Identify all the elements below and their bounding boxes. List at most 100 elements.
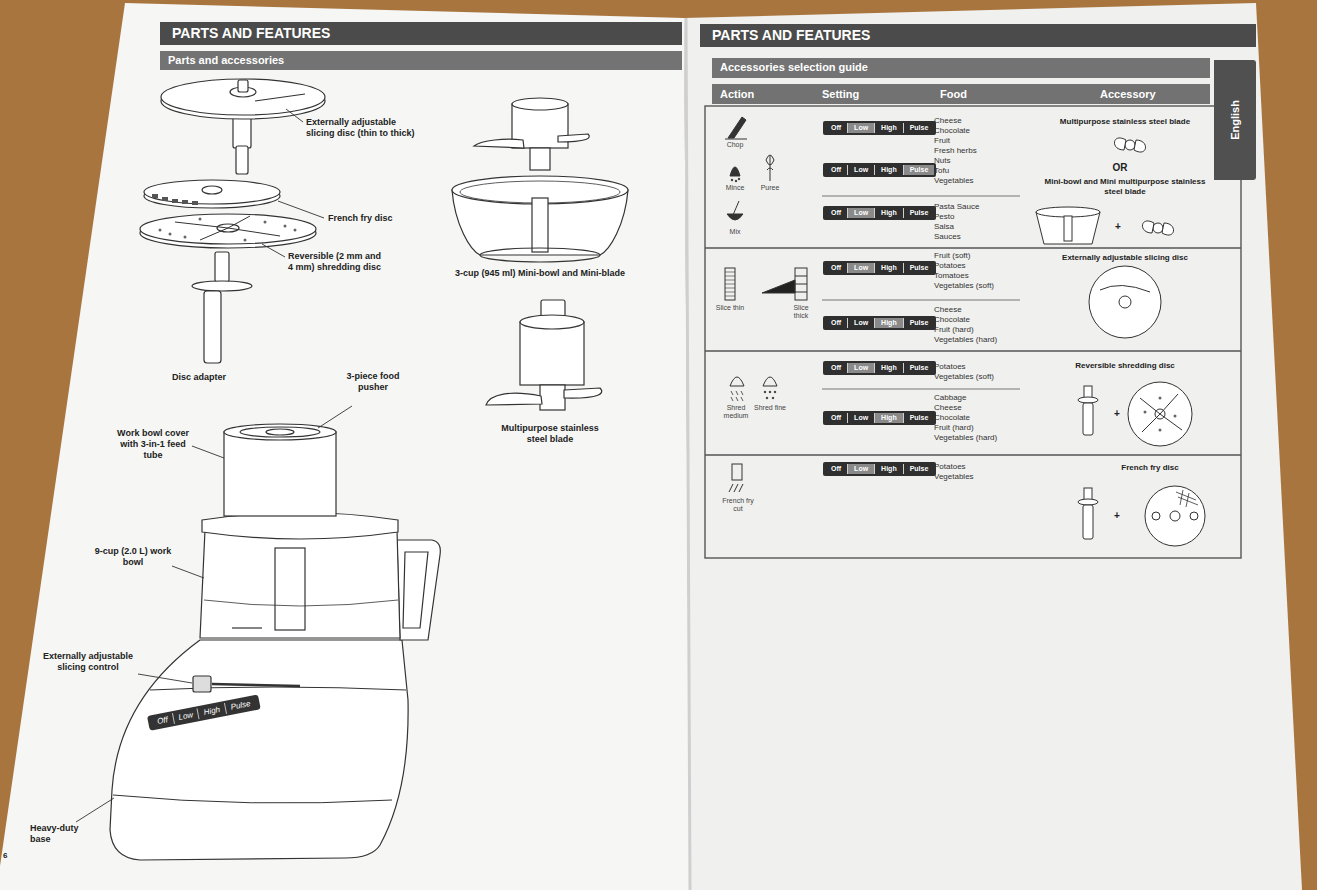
heading-text: Setting <box>822 87 940 101</box>
part-label-text: 3-piece food pusher <box>346 371 399 392</box>
accessory-icon <box>1140 394 1182 432</box>
parts-illustration <box>215 252 229 282</box>
speed-setting-badge: OffLowHighPulse <box>823 121 936 135</box>
food-item-text: Vegetables <box>934 472 974 481</box>
leader-line <box>278 201 324 218</box>
parts-illustration <box>224 432 336 516</box>
accessory-label-text: Multipurpose stainless steel blade <box>1060 117 1190 126</box>
action-icon <box>795 268 807 300</box>
action-caption: Shred medium <box>718 404 754 420</box>
accessory-icon <box>1134 140 1146 152</box>
heading-text: Accessories selection guide <box>720 61 868 73</box>
accessory-icon <box>1100 285 1150 292</box>
accessory-icon <box>1170 511 1180 521</box>
illustration-shape <box>162 197 168 201</box>
setting-text: High <box>874 363 903 373</box>
part-label-text: Work bowl cover with 3-in-1 feed tube <box>117 428 189 460</box>
action-caption-text: Mix <box>730 228 741 235</box>
setting-text: High <box>874 165 903 175</box>
setting-text: Off <box>825 208 847 218</box>
page-number: 6 <box>3 851 15 861</box>
action-icon <box>731 179 733 181</box>
food-item-text: Fruit (hard) <box>934 423 974 432</box>
action-caption-text: Chop <box>727 141 744 148</box>
section-header-band: PARTS AND FEATURES <box>160 22 682 45</box>
illustration-shape <box>1159 429 1162 432</box>
illustration-shape <box>199 218 202 221</box>
speed-setting-badge: OffLowHighPulse <box>823 462 936 476</box>
parts-illustration <box>397 540 440 640</box>
action-caption: Shred fine <box>754 404 786 412</box>
food-item: Fruit (soft) <box>934 251 970 261</box>
action-icon <box>725 272 735 296</box>
food-item-text: Vegetables (soft) <box>934 281 994 290</box>
food-item-text: Cheese <box>934 403 962 412</box>
setting-text: Low <box>847 363 874 373</box>
table-frame <box>705 106 1241 558</box>
accessory-icon <box>1078 397 1098 403</box>
heading-text: English <box>1229 100 1241 140</box>
part-label: Multipurpose stainless steel blade <box>500 423 600 445</box>
part-label-text: Heavy-duty base <box>30 823 79 844</box>
food-item: Potatoes <box>934 362 966 372</box>
accessory-icon <box>1153 223 1163 233</box>
action-caption-text: French fry cut <box>722 497 754 512</box>
setting-text: High <box>197 703 226 719</box>
action-icon <box>774 391 776 393</box>
action-caption-text: Shred fine <box>754 404 786 411</box>
action-caption: Chop <box>717 141 753 149</box>
food-item-text: Vegetables (hard) <box>934 433 997 442</box>
speed-setting-badge: OffLowHighPulse <box>823 163 936 177</box>
setting-text: Pulse <box>903 464 935 474</box>
accessory-label-text: French fry disc <box>1121 463 1178 472</box>
parts-illustration <box>204 291 221 363</box>
setting-text: High <box>874 464 903 474</box>
food-item-text: Pesto <box>934 212 954 221</box>
food-item: Cheese <box>934 116 962 126</box>
illustration-shape <box>159 218 297 242</box>
accessory-icon <box>1190 512 1198 520</box>
setting-text: Off <box>825 464 847 474</box>
parts-illustration <box>140 214 316 244</box>
leader-line <box>318 406 352 428</box>
parts-illustration <box>530 148 550 170</box>
food-item: Vegetables (hard) <box>934 433 997 443</box>
table-frame <box>705 350 1241 351</box>
accessory-icon <box>1176 490 1198 507</box>
accessory-icon <box>1125 140 1135 150</box>
food-item-text: Vegetables (soft) <box>934 372 994 381</box>
setting-text: Off <box>825 413 847 423</box>
setting-text: Low <box>847 123 874 133</box>
food-item-text: Chocolate <box>934 315 970 324</box>
parts-illustration <box>520 322 584 385</box>
parts-illustration <box>175 216 280 240</box>
part-label-text: Externally adjustable slicing control <box>43 651 133 672</box>
action-icon <box>733 201 739 215</box>
accessory-icon <box>1119 296 1131 308</box>
setting-text: Off <box>825 263 847 273</box>
setting-text: Pulse <box>903 318 935 328</box>
accessory-label: Reversible shredding disc <box>1060 361 1190 371</box>
setting-text: Off <box>825 318 847 328</box>
action-icon <box>766 155 774 165</box>
food-item-text: Cheese <box>934 116 962 125</box>
food-item: Vegetables <box>934 472 974 482</box>
food-item-text: Sauces <box>934 232 961 241</box>
part-label: 9-cup (2.0 L) work bowl <box>94 546 172 568</box>
accessory-label: Externally adjustable slicing disc <box>1040 253 1210 263</box>
food-item: Cheese <box>934 403 962 413</box>
food-item-text: Fruit <box>934 136 950 145</box>
setting-text: Off <box>825 165 847 175</box>
part-label: 3-cup (945 ml) Mini-bowl and Mini-blade <box>455 268 625 279</box>
table-frame <box>822 300 1020 301</box>
part-label: Reversible (2 mm and 4 mm) shredding dis… <box>288 251 384 273</box>
setting-text: Low <box>847 165 874 175</box>
food-item-text: Tofu <box>934 166 949 175</box>
table-frame <box>705 106 1241 558</box>
leader-line <box>262 244 285 257</box>
pages <box>0 3 690 890</box>
food-item-text: Vegetables (hard) <box>934 335 997 344</box>
action-caption-text: Puree <box>761 184 780 191</box>
part-label: Externally adjustable slicing disc (thin… <box>306 117 418 139</box>
food-item-text: Chocolate <box>934 413 970 422</box>
